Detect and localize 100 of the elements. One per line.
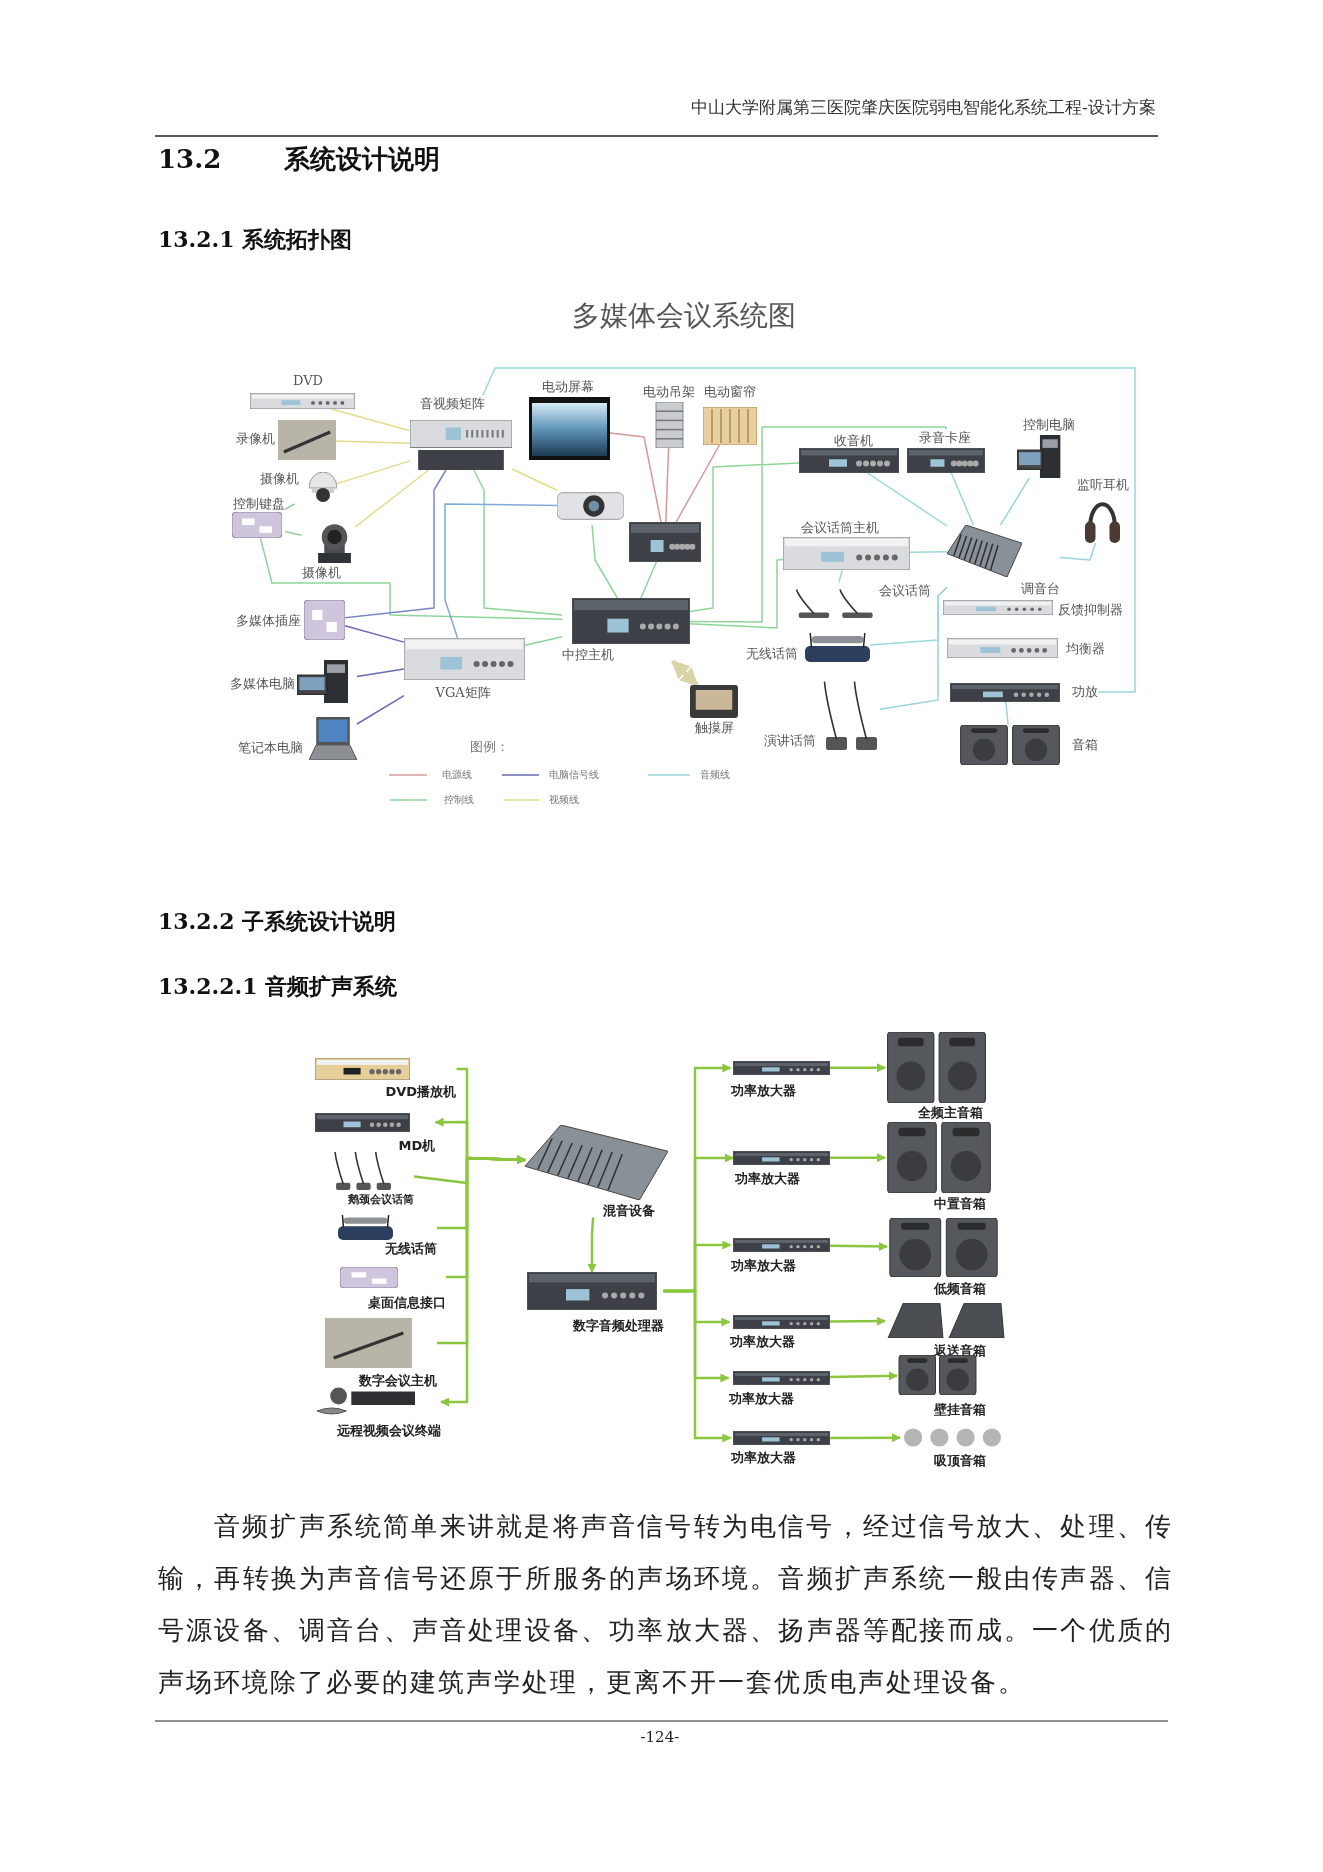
device-label: 数字音频处理器 [572,1317,664,1333]
cable-line [609,432,662,523]
device-label: 会议话筒主机 [801,519,879,535]
arrow [830,1153,886,1163]
arrow [671,659,699,687]
diagram-title: 多媒体会议系统图 [572,298,796,334]
device-label: 功率放大器 [734,1170,800,1186]
arrow [830,1433,901,1443]
device-label: MD机 [398,1137,436,1153]
arrow [587,1217,597,1273]
arrow [663,1289,732,1443]
device-label: 控制电脑 [1023,416,1075,432]
device-label: 多媒体插座 [235,612,301,628]
cable-line [675,444,721,523]
device-label: 功率放大器 [730,1257,796,1273]
legend-label: 电脑信号线 [549,768,599,782]
device-label: 电动窗帘 [704,383,756,399]
cable-line [335,440,411,445]
cable-line [640,561,658,599]
arrow [830,1316,886,1326]
cable-line [344,469,447,619]
arrow [829,1371,898,1381]
cable-line [354,469,430,528]
cable-line [482,367,1136,693]
device-label: 混音设备 [603,1202,655,1218]
arrow [440,1155,526,1407]
cable-line [689,462,800,613]
device-label: 收音机 [833,432,873,448]
cable-line [1058,542,1097,561]
device-label: 中置音箱 [934,1195,986,1211]
cable-line [259,537,563,621]
cable-line [336,460,411,485]
device-label: VGA矩阵 [435,684,491,700]
legend-label: 控制线 [444,793,474,807]
device-label: 功放 [1072,683,1098,699]
device-label: 音视频矩阵 [419,395,485,411]
page-number: -124- [640,1728,680,1746]
body-paragraph: 音频扩声系统简单来讲就是将声音信号转为电信号，经过信号放大、处理、传输，再转换为声音信号还原于所服务的声场环境。音频扩声系统一般由传声器、信号源设备、调音台、声音处理设备、功率放大器、扬声器等配接而成。一个优质的声场环境除了必要的建筑声学处理，更离不开一套优质电声处理设备。 [158,1510,1173,1699]
cable-line [591,524,619,599]
device-label: 功率放大器 [728,1390,794,1406]
arrow [829,1241,888,1251]
cable-line [1005,701,1009,726]
section-heading: 13.2.2.1 音频扩声系统 [158,972,398,1001]
device-label: 中控主机 [562,646,614,662]
cable-line [356,694,405,725]
device-label: 远程视频会议终端 [337,1422,441,1438]
device-label: 演讲话筒 [764,732,816,748]
device-label: 电动吊架 [643,383,695,399]
cable-line [444,503,558,639]
device-label: 功率放大器 [730,1449,796,1465]
legend-heading: 图例： [469,738,509,756]
device-label: 调音台 [1020,580,1060,596]
arrow [830,1063,886,1073]
device-label: 电动屏幕 [542,378,594,394]
section-heading: 13.2.2 子系统设计说明 [158,907,397,936]
device-label: 会议话筒 [879,582,931,598]
device-label: 反馈抑制器 [1057,601,1123,617]
cable-line [999,477,1031,526]
device-label: 功率放大器 [730,1082,796,1098]
device-label: 录像机 [235,430,275,446]
running-header: 中山大学附属第三医院肇庆医院弱电智能化系统工程-设计方案 [691,95,1156,119]
device-label: DVD播放机 [385,1083,457,1099]
rack-device-icon [629,522,701,562]
cable-line [330,408,411,432]
device-label: 音箱 [1072,736,1098,752]
device-label: 触摸屏 [694,719,734,735]
cable-line [665,447,670,523]
cable-line [284,530,303,537]
device-label: 低频音箱 [934,1280,986,1296]
cable-line [909,550,948,554]
device-label: 桌面信息接口 [368,1294,446,1310]
section-number: 13.2 [158,144,222,174]
cable-line [524,635,563,646]
cable-line [879,586,948,710]
device-label: 无线话筒 [385,1240,437,1256]
section-heading: 13.2.1 系统拓扑图 [158,225,353,254]
device-label: 壁挂音箱 [934,1401,986,1417]
device-label: 多媒体电脑 [229,675,295,691]
device-label: 无线话筒 [746,645,798,661]
cable-line [284,503,296,511]
cable-line [344,624,405,643]
section-heading: 系统设计说明 [284,142,440,176]
device-label: DVD [293,372,323,388]
legend-label: 电源线 [442,768,472,782]
device-label: 全频主音箱 [917,1104,983,1120]
device-label: 控制键盘 [233,495,285,511]
legend-label: 音频线 [700,768,730,782]
cable-line [689,558,784,629]
device-label: 吸顶音箱 [934,1452,986,1468]
device-label: 功率放大器 [729,1333,795,1349]
device-label: 数字会议主机 [359,1372,437,1388]
legend-label: 视频线 [549,793,579,807]
device-label: 监听耳机 [1077,476,1129,492]
device-label: 鹅颈会议话筒 [348,1191,414,1207]
cable-line [689,426,947,623]
cable-line [473,469,563,616]
cable-line [838,569,843,584]
device-label: 均衡器 [1065,640,1105,656]
cable-line [511,468,558,491]
device-label: 笔记本电脑 [237,739,303,755]
